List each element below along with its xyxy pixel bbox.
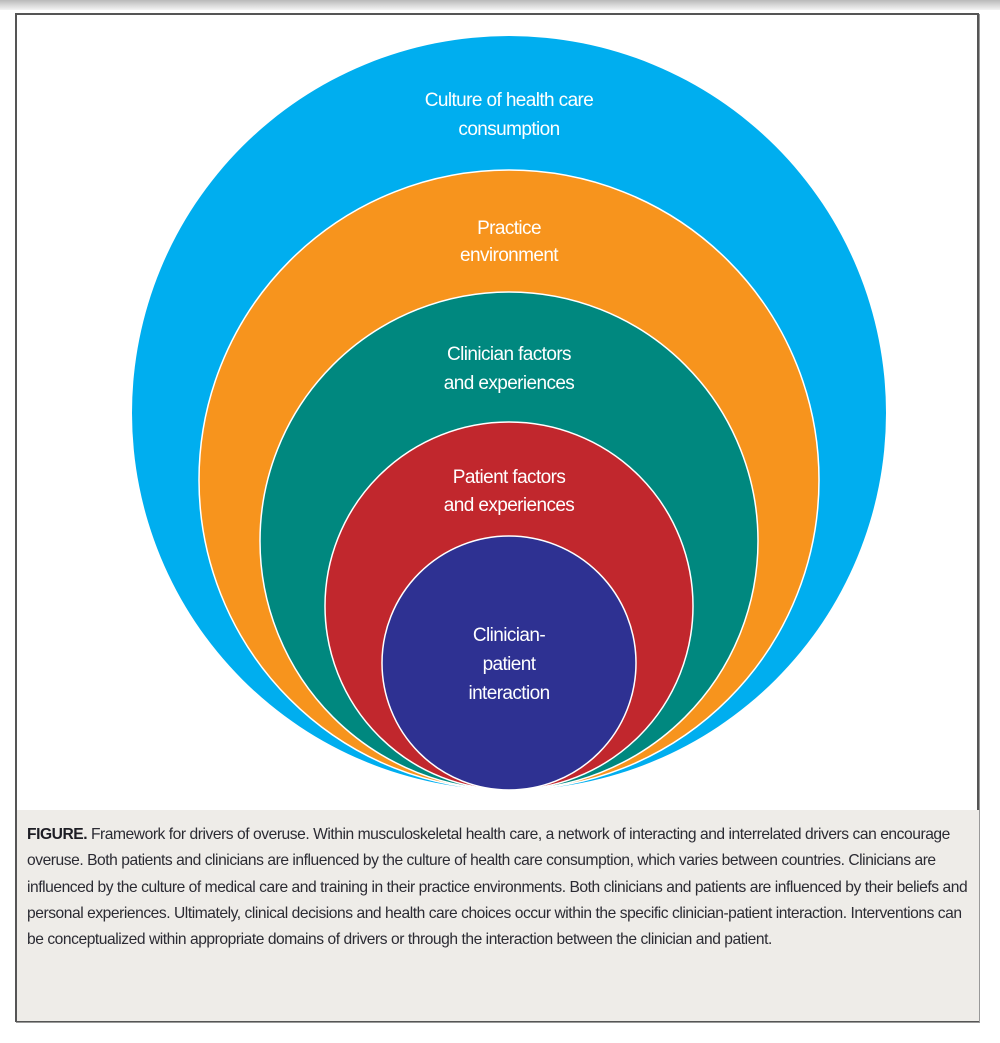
label-line: environment	[460, 245, 559, 266]
circle-interaction	[381, 535, 637, 791]
label-interaction: Clinician-patient interaction	[468, 625, 549, 704]
label-line: and experiences	[444, 495, 575, 516]
window-top-shadow	[0, 0, 1000, 10]
label-clinician: Clinician factors and experiences	[444, 344, 575, 394]
caption-text: Framework for drivers of overuse. Within…	[27, 826, 968, 949]
label-line: consumption	[458, 119, 559, 140]
label-culture: Culture of health care consumption	[425, 90, 593, 140]
label-line: Clinician factors	[447, 344, 571, 365]
caption-label: FIGURE.	[27, 826, 88, 843]
label-line: Practice	[477, 218, 541, 239]
label-practice: Practice environment	[460, 218, 559, 266]
label-patient: Patient factors and experiences	[444, 467, 575, 516]
label-line: and experiences	[444, 373, 575, 394]
label-line: interaction	[468, 683, 549, 704]
label-line: patient	[483, 654, 537, 675]
label-line: Culture of health care	[425, 90, 593, 111]
figure-caption: FIGURE. Framework for drivers of overuse…	[17, 810, 979, 1021]
label-line: Patient factors	[453, 467, 566, 488]
label-line: Clinician-	[473, 625, 545, 646]
